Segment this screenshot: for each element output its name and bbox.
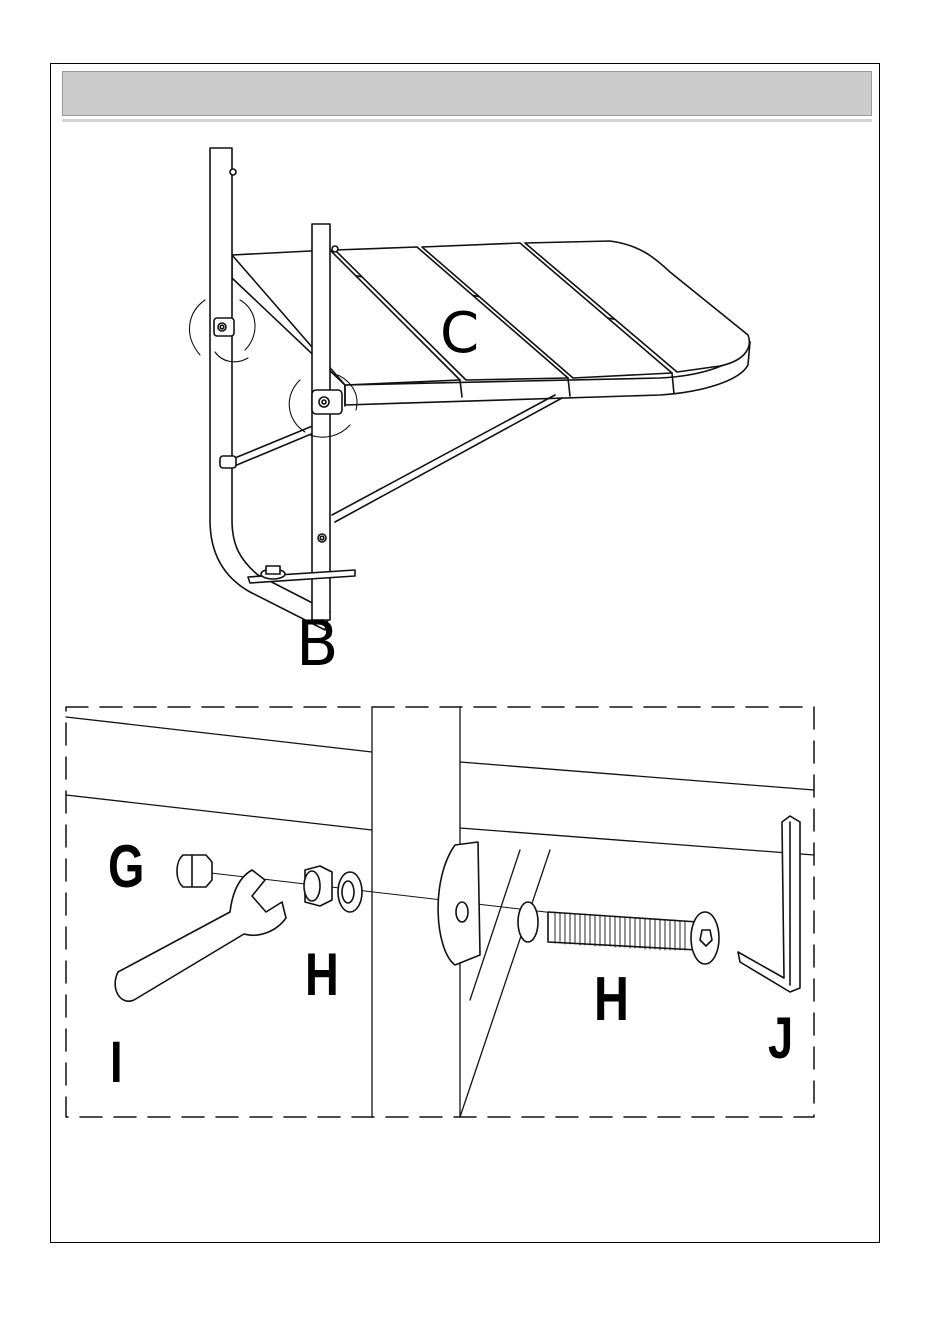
- seat-slats: [232, 241, 750, 406]
- hex-key-part: [738, 816, 800, 992]
- bolt-part: [518, 902, 719, 964]
- label-frame-b: B: [296, 607, 339, 680]
- nut-washer-part: [304, 866, 362, 912]
- label-bolt-h: H: [594, 964, 629, 1033]
- label-seat-c: C: [440, 301, 479, 366]
- label-hex-key-j: J: [768, 1007, 793, 1072]
- support-struts: [230, 395, 562, 522]
- seat-frame-illustration: [189, 148, 750, 630]
- label-nut-washer-h: H: [305, 941, 339, 1008]
- label-wrench-i: I: [110, 1031, 123, 1096]
- foot-bracket: [248, 566, 355, 583]
- cap-nut-part: [177, 855, 212, 887]
- label-cap-nut-g: G: [108, 833, 144, 900]
- detail-box: [66, 707, 814, 1117]
- mounting-plate: [438, 842, 480, 965]
